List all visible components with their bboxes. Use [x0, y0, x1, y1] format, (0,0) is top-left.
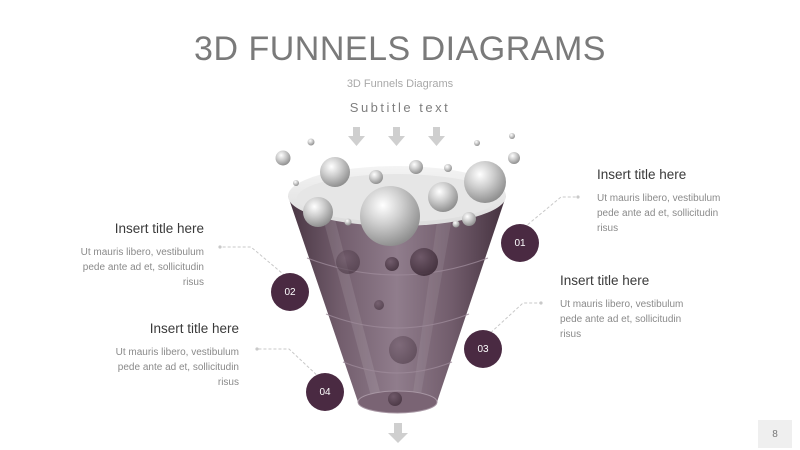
item-title-01: Insert title here — [597, 167, 687, 182]
slide-subtitle-small: 3D Funnels Diagrams — [346, 78, 454, 90]
step-badge-02: 02 — [271, 273, 309, 311]
item-title-02: Insert title here — [114, 221, 204, 236]
input-arrow-1 — [348, 127, 365, 146]
slide-title: 3D FUNNELS DIAGRAMS — [194, 30, 606, 68]
text-block-03: Insert title here Ut mauris libero, vest… — [560, 273, 750, 342]
slide-subtitle-text: Subtitle text — [349, 100, 451, 115]
funnel-body — [288, 196, 506, 402]
item-body-02: Ut mauris libero, vestibulum pede ante a… — [80, 247, 204, 288]
text-block-02: Insert title here Ut mauris libero, vest… — [20, 221, 204, 290]
page-number: 8 — [758, 420, 792, 448]
funnel-ring-2 — [325, 313, 470, 329]
item-body-03: Ut mauris libero, vestibulum pede ante a… — [560, 299, 684, 340]
connector-04 — [257, 348, 321, 379]
text-block-01: Insert title here Ut mauris libero, vest… — [597, 167, 787, 236]
item-body-04: Ut mauris libero, vestibulum pede ante a… — [115, 347, 239, 388]
connector-03 — [486, 302, 541, 337]
step-badge-04: 04 — [306, 373, 344, 411]
input-arrow-3 — [428, 127, 445, 146]
item-title-04: Insert title here — [149, 321, 239, 336]
item-body-01: Ut mauris libero, vestibulum pede ante a… — [597, 193, 721, 234]
funnel-ring-1 — [306, 257, 489, 276]
step-badge-03: 03 — [464, 330, 502, 368]
item-title-03: Insert title here — [560, 273, 650, 288]
output-arrow — [388, 423, 408, 443]
input-arrow-2 — [388, 127, 405, 146]
text-block-04: Insert title here Ut mauris libero, vest… — [55, 321, 239, 390]
step-badge-01: 01 — [501, 224, 539, 262]
connector-01 — [519, 196, 578, 232]
funnel-ring-3 — [342, 361, 453, 374]
connector-02 — [220, 246, 290, 280]
